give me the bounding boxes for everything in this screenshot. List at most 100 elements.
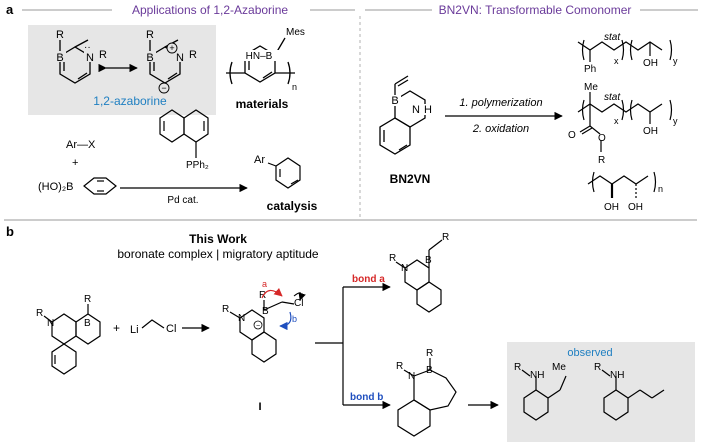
this-work-subtitle: boronate complex | migratory aptitude [117,247,319,261]
b-atom: B [84,318,91,329]
boronate-intermediate [229,300,295,363]
boron-atom: B [56,52,63,64]
oh-label: OH [643,126,658,137]
svg-text:+: + [169,43,174,53]
bond-a-label: bond a [352,274,385,285]
r-atom: R [396,361,403,372]
nh-label: NH [610,370,624,381]
header-applications: Applications of 1,2-Azaborine [132,3,288,17]
r-atom: R [36,308,43,319]
svg-text:−: − [256,323,260,330]
materials-polymer [226,37,295,85]
product-ring [267,157,301,189]
panel-a-label: a [6,2,14,17]
r-atom: R [84,294,91,305]
azaborine-catalyst [159,109,209,158]
n-atom: N [47,318,54,329]
leaving-arrow [293,292,306,301]
this-work-title: This Work [189,232,247,246]
step-polymerization: 1. polymerization [459,97,542,109]
phenyl-ring [83,177,117,195]
me-label: Me [552,362,566,373]
bond-b-label: bond b [350,392,383,403]
intermediate-label: I [258,401,261,413]
oh-label: OH [604,202,619,213]
cl-label: Cl [166,323,176,335]
r-atom: R [222,304,229,315]
boronic-acid: (HO)₂B [38,181,73,193]
chloromethyl-bond [141,319,165,329]
catalysis-caption: catalysis [267,199,318,213]
r-atom: R [594,362,601,373]
r-group: R [99,49,107,61]
r-group: R [189,49,197,61]
panel-b-label: b [6,224,14,239]
svg-text:−: − [161,83,166,93]
arrow-a [261,287,283,299]
lone-pair: ·· [84,42,91,53]
h-atom: H [424,104,432,116]
me-label: Me [584,82,598,93]
hn-b-label: HN–B [246,51,273,62]
copolymer-ph [577,39,673,62]
arrow-b-label: b [292,314,297,324]
n-atom: N [238,313,245,324]
r-atom: R [442,232,449,243]
pd-cat: Pd cat. [167,195,198,206]
bond-b-product [397,358,457,437]
r-group: R [146,29,154,41]
y-subscript: y [673,56,678,66]
oh-label: OH [643,58,658,69]
y-subscript: y [673,116,678,126]
bn2vn-name: BN2VN [390,172,431,186]
stat-label: stat [604,92,621,103]
polyol [587,171,657,198]
b-atom: B [425,255,432,266]
nh-label: NH [530,370,544,381]
n-subscript: n [658,184,663,194]
pph2-label: PPh₂ [186,160,209,171]
r-atom: R [389,253,396,264]
stat-label: stat [604,32,621,43]
oh-label: OH [628,202,643,213]
bond-a-product [395,239,443,313]
r-label: R [598,155,605,166]
x-subscript: x [614,116,619,126]
ph-label: Ph [584,64,596,75]
boron-atom: B [391,95,398,107]
nitrogen-atom: N [86,52,94,64]
n-atom: N [408,371,415,382]
o-label: O [568,130,576,141]
nitrogen-atom: N [176,52,184,64]
observed-product-1 [521,369,567,421]
plus-sign: + [72,157,78,169]
x-subscript: x [614,56,619,66]
nh-atom: N [412,104,420,116]
materials-caption: materials [236,97,289,111]
r-atom: R [514,362,521,373]
cl-atom: Cl [294,298,303,309]
ar-group: Ar [254,154,265,166]
azaborine-caption: 1,2-azaborine [93,94,167,108]
subscript-n: n [292,82,297,92]
arrow-a-label: a [262,279,267,289]
aryl-halide: Ar—X [66,139,96,151]
arrow-b [279,311,292,331]
b-atom: B [262,306,269,317]
li-label: Li [130,324,139,336]
r-group: R [56,29,64,41]
header-bn2vn: BN2VN: Transformable Comonomer [439,3,632,17]
bn-naphthalene-start [43,304,101,375]
o-label: O [598,133,606,144]
b-atom: B [426,365,433,376]
observed-product-2 [601,369,665,421]
observed-label: observed [567,347,612,359]
plus-sign: + [113,321,120,335]
step-oxidation: 2. oxidation [472,123,529,135]
bn2vn-monomer [379,75,429,155]
boron-atom: B [146,52,153,64]
copolymer-ester [577,92,673,152]
r-atom: R [426,348,433,359]
n-atom: N [401,263,408,274]
